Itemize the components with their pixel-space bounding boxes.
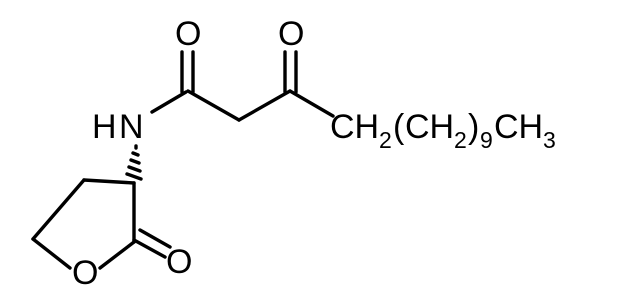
ketone-oxygen-label: O — [278, 15, 304, 53]
bond-ketone-to-chain — [288, 89, 335, 118]
amide-oxygen-label: O — [175, 15, 201, 53]
chain-inner-ch-label: CH — [405, 108, 454, 146]
bond-ring-o1-c2 — [98, 240, 136, 270]
bond-lactone-carbonyl-a — [132, 238, 167, 259]
lactone-carbonyl-oxygen-label: O — [166, 243, 192, 281]
bond-lactone-carbonyl-b — [138, 228, 172, 249]
bond-methylene-to-ketone — [237, 89, 292, 122]
stereo-hashed-wedge — [125, 144, 143, 181]
chain-ch-label: CH — [330, 108, 379, 146]
alkyl-chain-formula: CH 2 ( CH 2 ) 9 CH 3 — [330, 108, 556, 153]
chain-close-paren: ) — [468, 108, 479, 146]
chain-inner-subscript: 2 — [454, 127, 467, 153]
ring-oxygen-label: O — [72, 254, 98, 292]
bond-nh-to-amide-carbon — [150, 90, 188, 114]
bond-amide-to-methylene — [186, 89, 241, 122]
chain-open-paren: ( — [393, 108, 405, 146]
chain-terminal-ch-label: CH — [494, 108, 543, 146]
amide-hydrogen-label: H — [92, 108, 117, 146]
bond-ring-c3-c4 — [82, 178, 136, 185]
chain-repeat-subscript: 9 — [480, 127, 493, 153]
chain-ch-subscript: 2 — [379, 127, 392, 153]
chain-terminal-subscript: 3 — [543, 127, 556, 153]
bond-ring-c4-c5 — [31, 178, 86, 241]
amide-nitrogen-label: N — [119, 108, 144, 146]
bond-ring-c5-o1 — [31, 237, 72, 270]
